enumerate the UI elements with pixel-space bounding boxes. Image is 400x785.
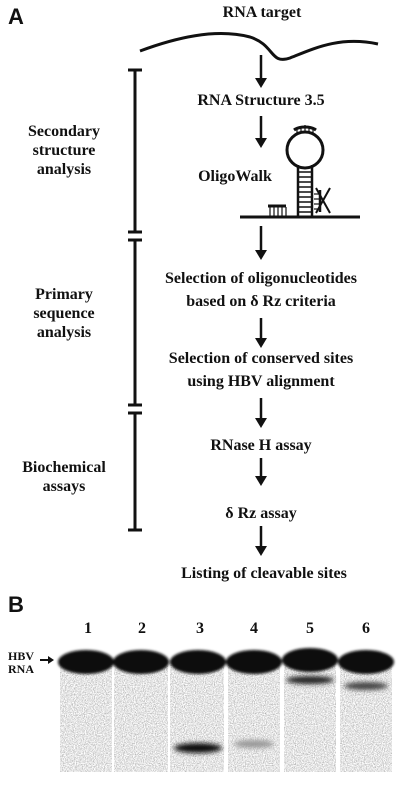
section-biochemical-assays: Biochemical assays <box>8 458 120 496</box>
gel-main-bands <box>58 648 394 674</box>
rna-target-line <box>139 32 379 61</box>
section-label-line: Secondary <box>28 123 100 140</box>
step-selection-oligos-line2: based on δ Rz criteria <box>186 293 336 310</box>
product-band-lane-3 <box>174 743 222 753</box>
product-band-lane-6 <box>344 682 388 690</box>
section-label-line: Biochemical <box>22 459 106 476</box>
flow-arrows <box>255 55 267 556</box>
lane-number-1: 1 <box>84 620 92 637</box>
step-selection-oligos-line1: Selection of oligonucleotides <box>165 270 357 287</box>
product-band-lane-5 <box>286 676 334 684</box>
section-label-line: analysis <box>36 324 92 341</box>
step-rna-structure: RNA Structure 3.5 <box>197 92 325 109</box>
section-label-line: assays <box>42 478 86 495</box>
band-lane-3 <box>170 650 226 674</box>
hairpin-structure-icon <box>240 125 360 219</box>
section-label-line: analysis <box>36 161 92 178</box>
section-label-line: structure <box>32 142 96 159</box>
section-primary-sequence: Primary sequence analysis <box>8 285 120 342</box>
gel-lane-backgrounds <box>60 660 392 772</box>
lane-number-2: 2 <box>138 620 146 637</box>
lane-number-3: 3 <box>196 620 204 637</box>
step-delta-rz-assay: δ Rz assay <box>225 505 297 522</box>
rna-target-label: RNA target <box>222 4 302 21</box>
marker-line: HBV <box>7 649 34 663</box>
step-oligowalk: OligoWalk <box>198 168 272 185</box>
lane-number-6: 6 <box>362 620 370 637</box>
section-label-line: Primary <box>35 286 93 303</box>
step-selection-conserved-line1: Selection of conserved sites <box>168 350 354 367</box>
band-lane-2 <box>113 650 169 674</box>
step-listing-cleavable-sites: Listing of cleavable sites <box>181 565 347 582</box>
band-lane-5 <box>282 648 338 672</box>
section-label-line: sequence <box>33 305 95 322</box>
lane-number-4: 4 <box>250 620 258 637</box>
lane-number-5: 5 <box>306 620 314 637</box>
hbv-rna-marker-label: HBV RNA <box>0 650 42 676</box>
band-lane-1 <box>58 650 114 674</box>
band-lane-4 <box>226 650 282 674</box>
gel-product-bands <box>174 676 388 753</box>
marker-line: RNA <box>8 662 34 676</box>
hbv-rna-arrow <box>40 656 54 664</box>
panel-a-letter: A <box>8 4 24 29</box>
product-band-lane-4 <box>234 740 274 748</box>
band-lane-6 <box>338 650 394 674</box>
step-rnase-h-assay: RNase H assay <box>210 437 312 454</box>
section-brackets <box>128 68 142 532</box>
step-selection-conserved-line2: using HBV alignment <box>187 373 335 390</box>
panel-b-letter: B <box>8 592 24 617</box>
section-secondary-structure: Secondary structure analysis <box>8 122 120 179</box>
